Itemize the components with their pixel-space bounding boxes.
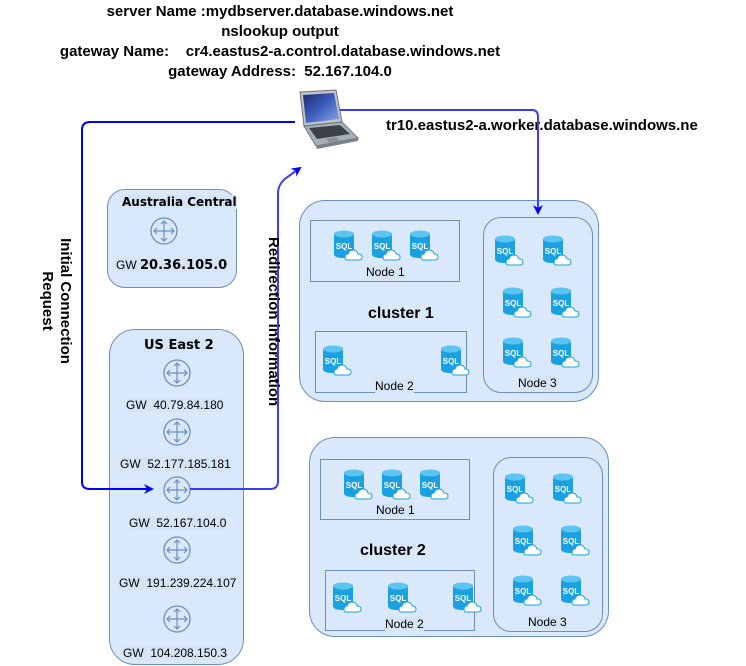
gateway-label: GW 40.79.84.180 <box>126 398 224 412</box>
svg-text:SQL: SQL <box>515 587 532 596</box>
worker-hostname-label: tr10.eastus2-a.worker.database.windows.n… <box>386 117 698 134</box>
region-australia-central: Australia Central GW 20.36.105.0 <box>107 189 237 288</box>
svg-text:SQL: SQL <box>563 537 580 546</box>
svg-text:SQL: SQL <box>335 594 352 603</box>
cluster1-node-2[interactable]: SQL SQL Node 2 <box>315 331 470 393</box>
sql-database-icon[interactable]: SQL <box>550 472 584 506</box>
sql-database-icon[interactable]: SQL <box>510 524 544 558</box>
nslookup-output-text: nslookup output <box>221 23 339 40</box>
sql-database-icon[interactable]: SQL <box>558 524 592 558</box>
svg-text:SQL: SQL <box>384 481 401 490</box>
svg-text:SQL: SQL <box>545 247 562 256</box>
sql-database-icon[interactable]: SQL <box>331 229 365 263</box>
region-title: US East 2 <box>144 338 214 353</box>
redirection-information-label: Redirection information <box>264 237 282 406</box>
gateway-router-icon[interactable] <box>162 417 192 447</box>
svg-text:SQL: SQL <box>346 481 363 490</box>
gateway-label: GW 20.36.105.0 <box>116 258 228 273</box>
sql-database-icon[interactable]: SQL <box>369 229 403 263</box>
sql-database-icon[interactable]: SQL <box>385 581 419 615</box>
gateway-router-icon[interactable] <box>162 358 192 388</box>
gateway-label: GW 52.167.104.0 <box>129 516 227 530</box>
svg-text:SQL: SQL <box>412 242 429 251</box>
svg-text:SQL: SQL <box>563 587 580 596</box>
sql-database-icon[interactable]: SQL <box>330 581 364 615</box>
svg-text:SQL: SQL <box>505 299 522 308</box>
cluster2-node-3[interactable]: SQL SQL SQL SQL SQL SQL Node 3 <box>493 457 603 632</box>
gateway-prefix: GW <box>116 258 137 272</box>
gateway-router-icon[interactable] <box>149 216 179 246</box>
node-label: Node 2 <box>385 617 424 631</box>
node-label: Node 1 <box>366 265 405 279</box>
sql-database-icon[interactable]: SQL <box>341 468 375 502</box>
cluster-title: cluster 1 <box>368 305 434 322</box>
svg-text:SQL: SQL <box>336 242 353 251</box>
label-line: Request <box>39 271 56 331</box>
sql-database-icon[interactable]: SQL <box>500 336 534 370</box>
label-line: Initial Connection <box>57 238 74 364</box>
sql-database-icon[interactable]: SQL <box>379 468 413 502</box>
cluster1-node-1[interactable]: SQL SQL SQL Node 1 <box>310 220 460 282</box>
svg-text:SQL: SQL <box>443 357 460 366</box>
gateway-router-icon[interactable] <box>162 604 192 634</box>
sql-database-icon[interactable]: SQL <box>407 229 441 263</box>
svg-text:SQL: SQL <box>497 247 514 256</box>
svg-text:SQL: SQL <box>505 349 522 358</box>
cluster2-node-2[interactable]: SQL SQL SQL Node 2 <box>325 570 482 631</box>
nslookup-header: server Name :mydbserver.database.windows… <box>0 2 560 82</box>
cluster-1: cluster 1 SQL SQL SQL Node 1 SQL SQL Nod… <box>299 200 599 402</box>
gateway-router-icon-active[interactable] <box>162 475 192 505</box>
cluster-title: cluster 2 <box>360 542 426 559</box>
node-label: Node 3 <box>528 615 567 629</box>
gateway-ip: 52.177.185.181 <box>147 457 231 471</box>
sql-database-icon[interactable]: SQL <box>417 468 451 502</box>
cluster-2: cluster 2 SQL SQL SQL Node 1 SQL SQL SQL… <box>309 437 609 637</box>
svg-text:SQL: SQL <box>553 349 570 358</box>
region-title: Australia Central <box>122 195 237 209</box>
gateway-router-icon[interactable] <box>162 535 192 565</box>
sql-database-icon[interactable]: SQL <box>320 344 354 378</box>
initial-connection-request-label: Initial Connection Request <box>38 226 74 376</box>
svg-text:SQL: SQL <box>515 537 532 546</box>
sql-database-icon[interactable]: SQL <box>500 286 534 320</box>
gateway-address-text: gateway Address: 52.167.104.0 <box>168 63 392 80</box>
gateway-ip: 20.36.105.0 <box>140 258 228 273</box>
node-label: Node 3 <box>518 376 557 390</box>
gateway-label: GW 52.177.185.181 <box>120 457 231 471</box>
svg-text:SQL: SQL <box>507 485 524 494</box>
sql-database-icon[interactable]: SQL <box>558 574 592 608</box>
node-label: Node 2 <box>375 379 414 393</box>
laptop-icon[interactable] <box>290 88 360 150</box>
gateway-label: GW 104.208.150.3 <box>123 646 228 660</box>
sql-database-icon[interactable]: SQL <box>548 336 582 370</box>
svg-text:SQL: SQL <box>374 242 391 251</box>
sql-database-icon[interactable]: SQL <box>502 472 536 506</box>
region-us-east-2: US East 2 GW 40.79.84.180 GW 52.177.185.… <box>109 329 244 665</box>
gateway-name-text: gateway Name: cr4.eastus2-a.control.data… <box>59 43 501 60</box>
sql-database-icon[interactable]: SQL <box>438 344 472 378</box>
gateway-ip: 52.167.104.0 <box>156 516 227 530</box>
svg-text:SQL: SQL <box>325 357 342 366</box>
cluster2-node-1[interactable]: SQL SQL SQL Node 1 <box>320 459 470 520</box>
sql-database-icon[interactable]: SQL <box>510 574 544 608</box>
sql-database-icon[interactable]: SQL <box>492 234 526 268</box>
svg-text:SQL: SQL <box>455 594 472 603</box>
sql-database-icon[interactable]: SQL <box>540 234 574 268</box>
svg-text:SQL: SQL <box>553 299 570 308</box>
label-line: Redirection information <box>265 237 282 407</box>
sql-database-icon[interactable]: SQL <box>450 581 484 615</box>
gateway-ip: 104.208.150.3 <box>150 646 228 660</box>
svg-text:SQL: SQL <box>555 485 572 494</box>
sql-database-icon[interactable]: SQL <box>548 286 582 320</box>
gateway-ip: 191.239.224.107 <box>146 576 237 590</box>
cluster1-node-3[interactable]: SQL SQL SQL SQL SQL SQL Node 3 <box>483 217 593 393</box>
gateway-label: GW 191.239.224.107 <box>119 576 237 590</box>
gateway-ip: 40.79.84.180 <box>153 398 224 412</box>
node-label: Node 1 <box>376 503 415 517</box>
svg-text:SQL: SQL <box>390 594 407 603</box>
svg-text:SQL: SQL <box>422 481 439 490</box>
server-name-text: server Name :mydbserver.database.windows… <box>106 3 454 20</box>
